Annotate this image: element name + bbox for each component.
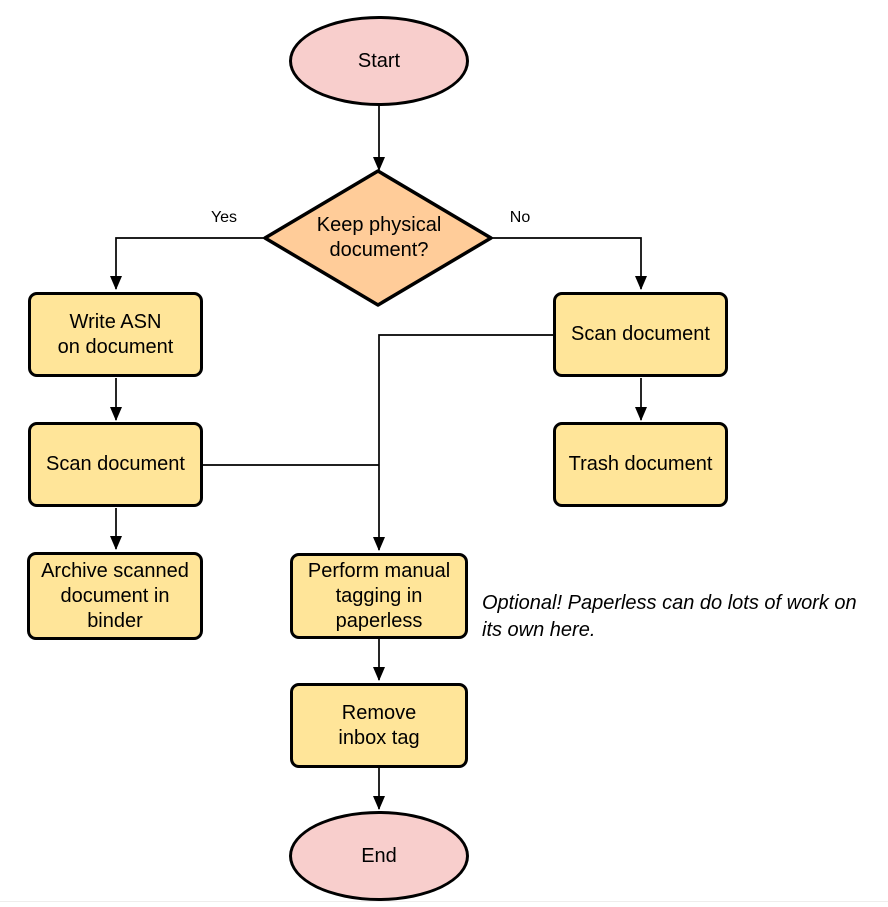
node-archive-binder-label: Archive scanned document in binder <box>41 559 189 632</box>
node-trash-document-label: Trash document <box>568 453 713 475</box>
node-start-label: Start <box>357 49 401 72</box>
optional-note: Optional! Paperless can do lots of work … <box>482 592 857 641</box>
decision-diamond-shape <box>263 169 493 307</box>
node-archive-binder: Archive scanned document in binder <box>27 552 203 640</box>
node-manual-tagging-label: Perform manual tagging in paperless <box>307 559 451 632</box>
node-scan-document-left-label: Scan document <box>46 453 185 475</box>
node-start: Start <box>289 16 469 106</box>
edge-scanright-to-tagging <box>373 334 553 551</box>
edge-decision-no <box>491 237 647 290</box>
node-scan-document-right: Scan document <box>553 292 728 377</box>
node-write-asn-label: Write ASN on document <box>57 310 174 358</box>
node-remove-inbox-tag: Remove inbox tag <box>290 683 468 768</box>
node-scan-document-left: Scan document <box>28 422 203 507</box>
node-write-asn: Write ASN on document <box>28 292 203 377</box>
edge-label-no: No <box>509 209 531 226</box>
node-end-label: End <box>361 844 397 867</box>
edge-decision-yes <box>110 237 265 290</box>
node-decision-label: Keep physical document? <box>316 214 442 261</box>
node-manual-tagging: Perform manual tagging in paperless <box>290 553 468 639</box>
node-trash-document: Trash document <box>553 422 728 507</box>
edge-label-yes: Yes <box>210 209 238 226</box>
node-decision: Keep physical document? <box>283 212 475 264</box>
node-remove-inbox-tag-label: Remove inbox tag <box>338 701 420 749</box>
node-end: End <box>289 811 469 901</box>
node-scan-document-right-label: Scan document <box>571 323 710 345</box>
bottom-divider <box>0 901 888 902</box>
